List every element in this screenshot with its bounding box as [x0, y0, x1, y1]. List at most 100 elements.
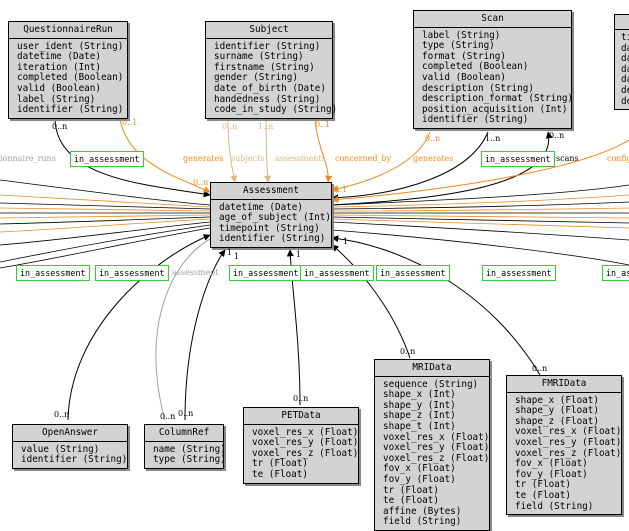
class-attrs: value (String) identifier (String) — [13, 442, 127, 468]
relation-box-in-assessment[interactable]: in_assessment — [70, 151, 144, 167]
class-scan[interactable]: Scan label (String) type (String) format… — [413, 10, 574, 129]
attr: tr (Float) — [252, 458, 308, 470]
relation-box-in-assessment[interactable]: in_asse — [602, 265, 629, 281]
edge-qrun-generates — [119, 119, 211, 193]
class-attrs: ti da da da da de de — [615, 30, 629, 109]
attr: field (String) — [515, 500, 594, 512]
attr: handedness (String) — [214, 93, 321, 105]
attr: shape_z (Int) — [383, 410, 456, 422]
attr: label (String) — [17, 93, 96, 105]
multiplicity: 0..n — [400, 347, 416, 356]
attr: description_format (String) — [422, 93, 574, 105]
multiplicity: 0..1 — [122, 118, 138, 127]
class-title: MRIData — [375, 360, 489, 377]
attr: voxel_res_y (Float) — [383, 442, 490, 454]
attr: affine (Bytes) — [383, 505, 462, 517]
attr: da — [621, 42, 629, 54]
edge-subject-subjects — [227, 119, 238, 183]
relation-box-in-assessment[interactable]: in_assessment — [16, 265, 90, 281]
class-attrs: voxel_res_x (Float) voxel_res_y (Float) … — [244, 425, 358, 483]
attr: de — [621, 84, 629, 96]
attr: datetime (Date) — [219, 201, 303, 213]
attr: identifier (String) — [214, 40, 321, 52]
attr: date_of_birth (Date) — [214, 82, 326, 94]
edge-openanswer — [67, 234, 211, 421]
attr: da — [621, 53, 629, 65]
attr: format (String) — [422, 50, 506, 62]
class-attrs: sequence (String) shape_x (Int) shape_y … — [375, 377, 489, 530]
attr: voxel_res_z (Float) — [252, 447, 359, 459]
edge-columnref — [184, 249, 226, 421]
class-attrs: datetime (Date) age_of_subject (Int) tim… — [211, 200, 331, 247]
multiplicity: 0..n — [549, 131, 565, 140]
multiplicity: 1..n — [485, 134, 501, 143]
class-title: Scan — [414, 11, 571, 28]
attr: valid (Boolean) — [422, 71, 506, 83]
multiplicity: 1 — [234, 252, 240, 261]
class-attrs: label (String) type (String) format (Str… — [414, 28, 574, 128]
class-column-ref[interactable]: ColumnRef name (String) type (String) — [144, 424, 226, 469]
attr: identifier (String) — [21, 454, 128, 466]
relation-box-in-assessment[interactable]: in_assessment — [300, 265, 374, 281]
class-title: Assessment — [211, 183, 331, 200]
edge-label-assessment: assessment — [172, 268, 219, 277]
attr: ti — [621, 32, 629, 43]
class-attrs: shape_x (Float) shape_y (Float) shape_z … — [507, 393, 621, 515]
attr: shape_x (Int) — [383, 389, 456, 401]
class-assessment[interactable]: Assessment datetime (Date) age_of_subjec… — [210, 182, 332, 248]
edge-label-generates: generates — [413, 154, 454, 163]
class-subject[interactable]: Subject identifier (String) surname (Str… — [205, 21, 337, 119]
attr: voxel_res_x (Float) — [515, 426, 622, 438]
relation-box-in-assessment[interactable]: in_assessment — [229, 265, 303, 281]
attr: label (String) — [422, 29, 501, 41]
attr: position_acquisition (Int) — [422, 103, 568, 115]
edge-petdata — [286, 249, 301, 406]
relation-box-in-assessment[interactable]: in_assessment — [482, 265, 556, 281]
class-mri-data[interactable]: MRIData sequence (String) shape_x (Int) … — [374, 359, 490, 531]
attr: identifier (String) — [219, 233, 326, 245]
attr: da — [621, 74, 629, 86]
relation-box-in-assessment[interactable]: in_assessment — [481, 151, 555, 167]
attr: voxel_res_x (Float) — [383, 431, 490, 443]
class-open-answer[interactable]: OpenAnswer value (String) identifier (St… — [12, 424, 128, 469]
edge-subject-concerned — [314, 119, 333, 183]
attr: gender (String) — [214, 72, 298, 84]
multiplicity: 0..n — [193, 178, 209, 187]
attr: shape_x (Float) — [515, 394, 599, 406]
attr: valid (Boolean) — [17, 82, 101, 94]
multiplicity: 0..n — [160, 412, 176, 421]
class-title: PETData — [244, 408, 358, 425]
class-fmri-data[interactable]: FMRIData shape_x (Float) shape_y (Float)… — [506, 375, 622, 516]
attr: te (Float) — [515, 489, 571, 501]
multiplicity: 0..n — [425, 134, 441, 143]
edge-label-assessments: assessments — [275, 154, 326, 163]
attr: voxel_res_x (Float) — [252, 426, 359, 438]
attr: completed (Boolean) — [17, 72, 124, 84]
edge-scan-generates — [331, 131, 431, 193]
edge-subject-assessments — [264, 119, 272, 183]
class-title — [615, 15, 629, 30]
attr: surname (String) — [214, 51, 304, 63]
multiplicity: 0..n — [52, 122, 68, 131]
class-pet-data[interactable]: PETData voxel_res_x (Float) voxel_res_y … — [243, 407, 359, 484]
multiplicity: 1..n — [258, 122, 274, 131]
multiplicity: 0..n — [178, 409, 194, 418]
edge-label-config: config — [607, 154, 629, 163]
attr: fov_y (Float) — [515, 468, 588, 480]
multiplicity: 0..n — [222, 122, 238, 131]
attr: completed (Boolean) — [422, 61, 529, 73]
attr: shape_y (Int) — [383, 399, 456, 411]
class-partial-right[interactable]: ti da da da da de de — [614, 14, 629, 111]
attr: de — [621, 95, 629, 107]
relation-box-in-assessment[interactable]: in_assessment — [376, 265, 450, 281]
class-title: FMRIData — [507, 376, 621, 393]
attr: fov_y (Float) — [383, 473, 456, 485]
multiplicity: 1 — [227, 248, 233, 257]
multiplicity: 1 — [343, 237, 349, 246]
class-questionnaire-run[interactable]: QuestionnaireRun user_ident (String) dat… — [8, 21, 128, 119]
relation-box-in-assessment[interactable]: in_assessment — [95, 265, 169, 281]
edge-qrun-assessment — [54, 119, 211, 198]
attr: da — [621, 63, 629, 75]
attr: voxel_res_y (Float) — [252, 437, 359, 449]
